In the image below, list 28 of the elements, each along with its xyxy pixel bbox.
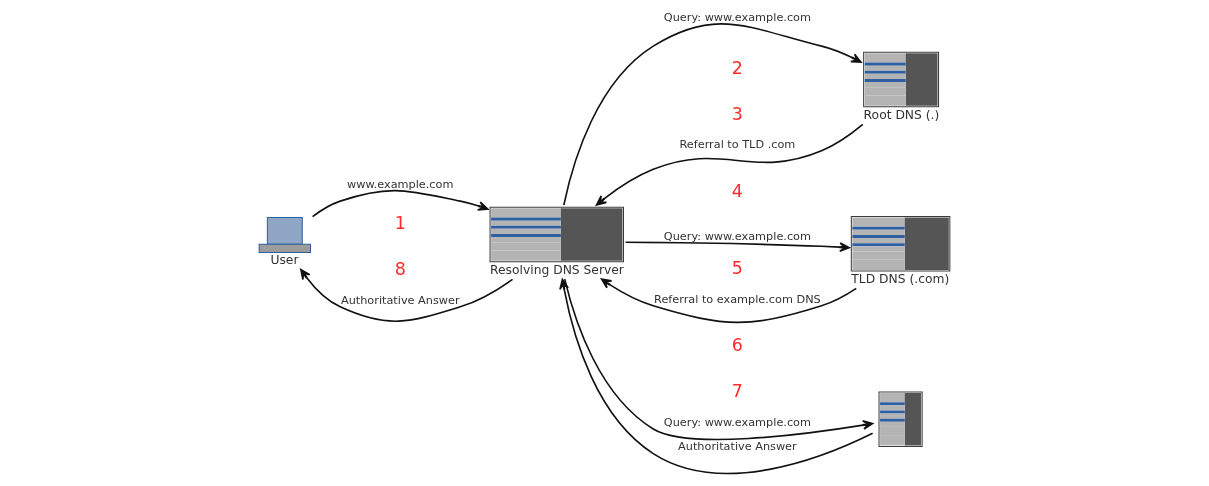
arrow	[624, 241, 851, 253]
edge-label: Authoritative Answer	[678, 440, 797, 454]
arrow	[600, 278, 858, 324]
label: 7	[731, 381, 743, 402]
node-label: Root DNS (.)	[863, 107, 940, 122]
arrow	[595, 123, 864, 206]
edge-label: Authoritative Answer	[340, 293, 460, 307]
label: 3	[731, 104, 743, 125]
label: 8	[394, 259, 406, 280]
node-label: User	[270, 253, 299, 268]
arrow	[300, 268, 514, 322]
arrow	[563, 23, 862, 206]
label: 4	[731, 181, 743, 202]
edge-label: Query: www.example.com	[663, 415, 811, 429]
edge-label: Referral to TLD .com	[679, 137, 796, 151]
edge-label: Referral to example.com DNS	[654, 292, 821, 306]
label: 2	[731, 57, 743, 78]
node-label: TLD DNS (.com)	[851, 271, 950, 286]
edge-label: www.example.com	[347, 177, 454, 191]
node-label: Resolving DNS Server	[490, 262, 624, 277]
label: 1	[394, 212, 406, 233]
label: 5	[731, 258, 743, 279]
edge-label: Query: www.example.com	[663, 229, 811, 243]
arrow	[563, 278, 874, 441]
edge-label: Query: www.example.com	[663, 11, 811, 25]
arrow	[311, 189, 489, 218]
label: 6	[731, 335, 743, 356]
arrow	[559, 278, 874, 475]
